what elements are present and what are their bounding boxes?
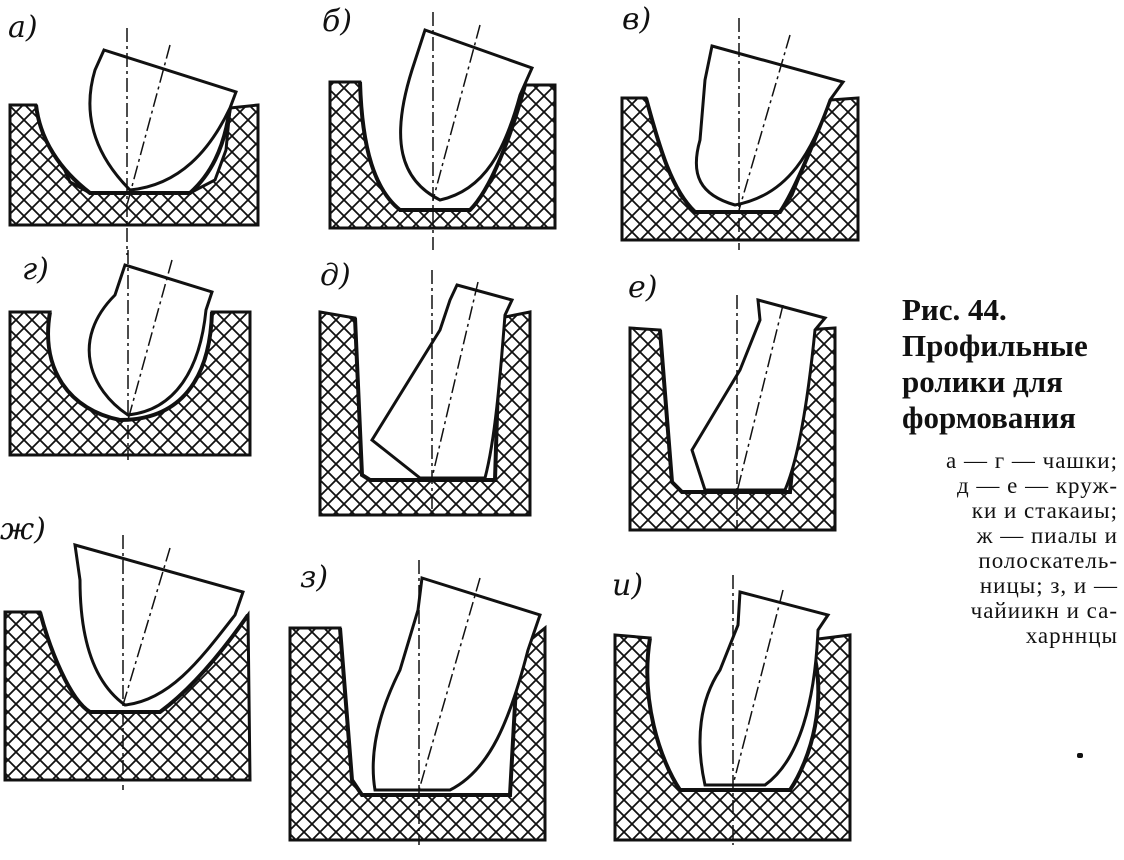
panel-z-drawing	[288, 560, 547, 845]
caption-body-line: чайиикн и са-	[970, 598, 1118, 623]
panel-b-drawing	[328, 12, 557, 250]
panel-label-g: г)	[22, 252, 49, 287]
caption-title-line: формования	[902, 400, 1076, 435]
caption-body-line: ки и стакаиы;	[971, 498, 1118, 523]
panel-v-drawing	[620, 18, 860, 250]
panel-label-v: в)	[622, 2, 652, 37]
panel-d-drawing	[318, 270, 532, 520]
panel-label-zh: ж)	[0, 512, 46, 547]
panel-i-drawing	[613, 575, 852, 845]
caption-title-line: ролики для	[902, 364, 1063, 399]
roller-d	[370, 283, 515, 480]
caption-body-line: а — г — чашки;	[945, 448, 1118, 473]
panel-g-drawing	[8, 250, 252, 460]
panel-label-e: е)	[628, 270, 658, 305]
figure-caption: Рис. 44. Профильные ролики для формовани…	[902, 292, 1118, 648]
roller-e	[690, 297, 828, 492]
panel-label-d: д)	[320, 258, 351, 293]
caption-body-line: полоскатель-	[978, 548, 1118, 573]
caption-body-line: ницы; з, и —	[979, 573, 1118, 598]
caption-title-line: Рис. 44.	[902, 292, 1007, 327]
panel-label-i: и)	[612, 568, 644, 603]
panel-zh-drawing	[3, 535, 252, 790]
roller-zh	[73, 542, 245, 707]
panel-label-b: б)	[322, 4, 353, 39]
caption-body-line: ж — пиалы и	[976, 523, 1118, 548]
caption-body-line: д — е — круж-	[956, 473, 1118, 498]
roller-i	[698, 590, 831, 787]
caption-title-line: Профильные	[902, 328, 1088, 363]
caption-body: а — г — чашки; д — е — круж- ки и стакаи…	[902, 448, 1118, 648]
caption-body-line: харннцы	[1025, 623, 1118, 648]
caption-title: Рис. 44. Профильные ролики для формовани…	[902, 292, 1118, 436]
panel-e-drawing	[628, 295, 837, 532]
roller-z	[371, 576, 542, 792]
panel-label-z: з)	[300, 560, 329, 595]
stray-dot	[1077, 753, 1083, 758]
panel-a-drawing	[8, 28, 260, 255]
panel-label-a: а)	[8, 10, 38, 45]
